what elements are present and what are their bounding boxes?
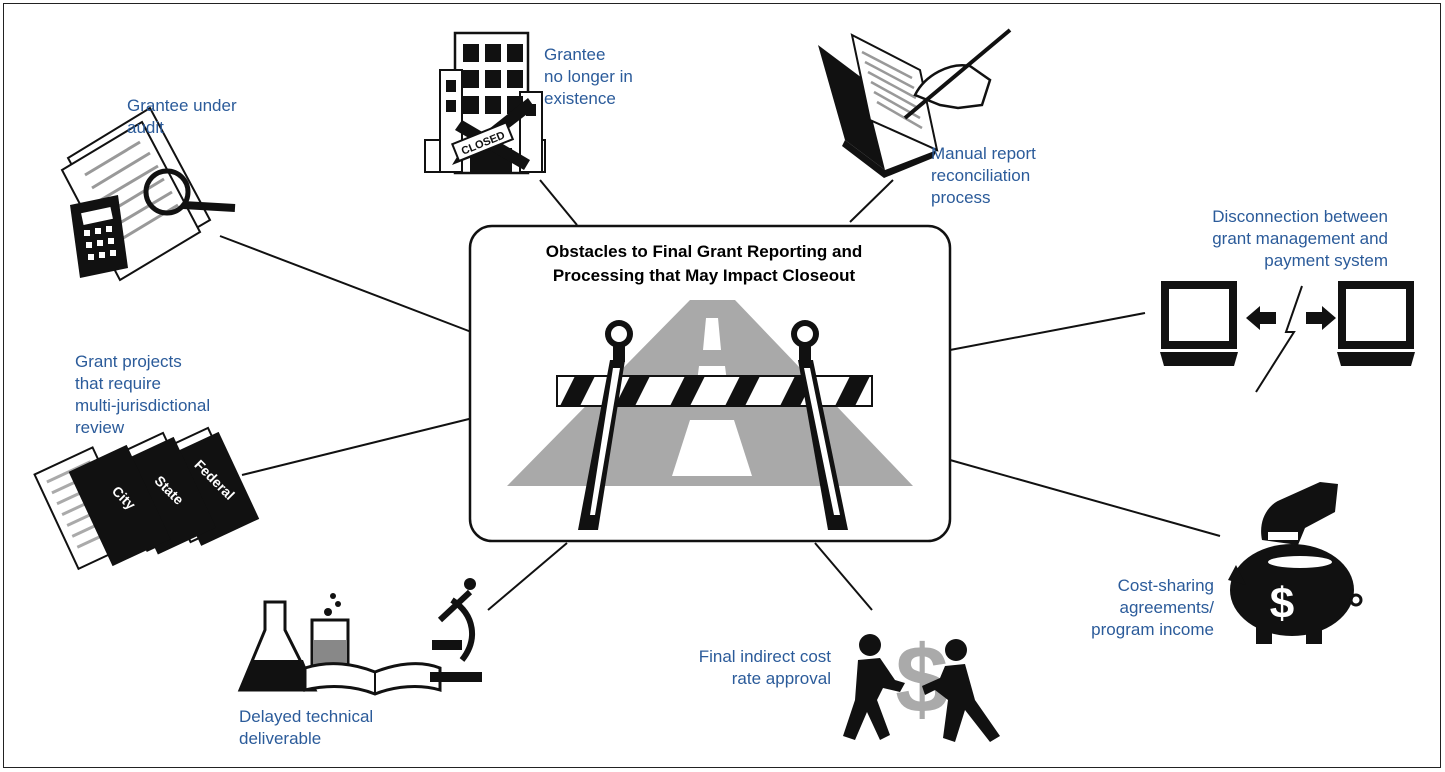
label-cost-sharing: Cost-sharing agreements/ program income bbox=[1091, 576, 1214, 639]
label-multi-jurisdictional: Grant projects that require multi-jurisd… bbox=[75, 352, 211, 437]
connector-technical bbox=[487, 542, 568, 611]
indirect-cost-icon: $ bbox=[843, 626, 1000, 742]
center-title: Obstacles to Final Grant Reporting and P… bbox=[545, 242, 863, 285]
label-technical-deliverable: Delayed technical deliverable bbox=[239, 707, 374, 748]
manual-report-icon bbox=[818, 28, 1012, 178]
connector-manual bbox=[849, 179, 894, 223]
label-manual-report: Manual report reconciliation process bbox=[931, 144, 1036, 207]
piggy-bank-icon: $ bbox=[1228, 482, 1363, 644]
dollar-sign-piggy: $ bbox=[1270, 579, 1294, 628]
barricade-icon bbox=[556, 320, 873, 530]
disconnection-icon bbox=[1160, 281, 1415, 393]
figure-frame bbox=[3, 3, 1441, 768]
connector-disconnect bbox=[949, 312, 1146, 351]
audit-icon bbox=[60, 106, 236, 282]
connectors bbox=[219, 179, 1221, 611]
label-disconnection: Disconnection between grant management a… bbox=[1212, 207, 1388, 270]
connector-multi bbox=[241, 417, 474, 476]
technical-deliverable-icon bbox=[237, 578, 482, 696]
multi-jurisdiction-icon: Federal State City bbox=[33, 426, 260, 571]
closed-building-icon: CLOSED bbox=[424, 31, 546, 175]
label-grantee-under-audit: Grantee under audit bbox=[127, 96, 237, 137]
connector-cost-sharing bbox=[949, 459, 1221, 537]
connector-indirect bbox=[814, 542, 873, 611]
label-grantee-no-longer: Grantee no longer in existence bbox=[544, 45, 633, 108]
label-indirect-cost: Final indirect cost rate approval bbox=[698, 647, 831, 688]
connector-audit bbox=[219, 235, 475, 334]
connector-existence bbox=[539, 179, 578, 226]
